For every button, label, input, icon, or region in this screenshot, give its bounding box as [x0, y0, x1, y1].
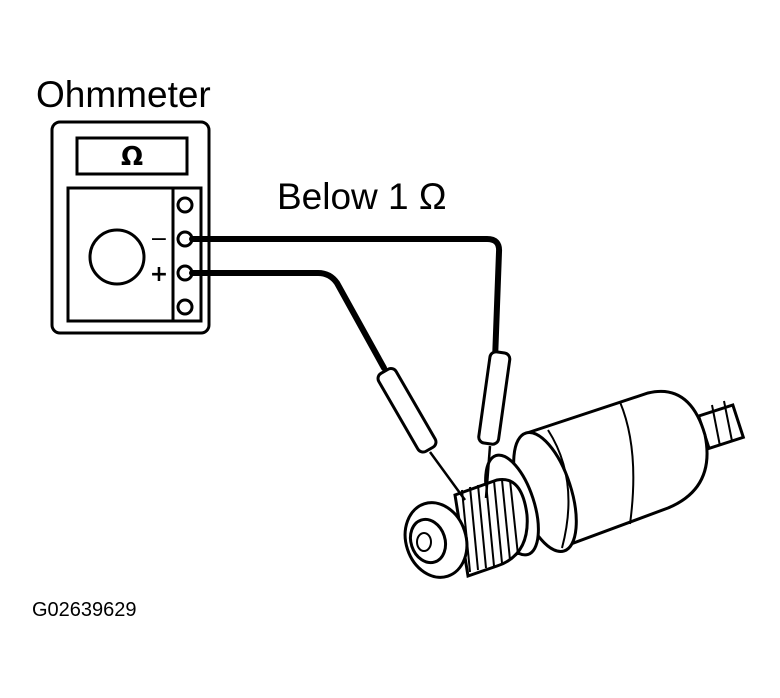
- figure-id: G02639629: [32, 599, 137, 621]
- terminal-4: [176, 298, 194, 316]
- plus-sign: +: [150, 262, 168, 287]
- starter-armature-icon: [403, 389, 746, 579]
- reading-label: Below 1 Ω: [277, 176, 447, 217]
- negative-lead-wire: [189, 236, 503, 363]
- diagram-title: Ohmmeter: [36, 74, 211, 115]
- minus-sign: −: [150, 227, 168, 252]
- meter-dial: [88, 228, 146, 286]
- ohmmeter-icon: Ω − +: [50, 120, 211, 335]
- positive-lead-wire: [189, 270, 387, 371]
- terminal-1: [176, 196, 194, 214]
- meter-display-symbol: Ω: [121, 142, 143, 172]
- probe-icon: [376, 350, 512, 501]
